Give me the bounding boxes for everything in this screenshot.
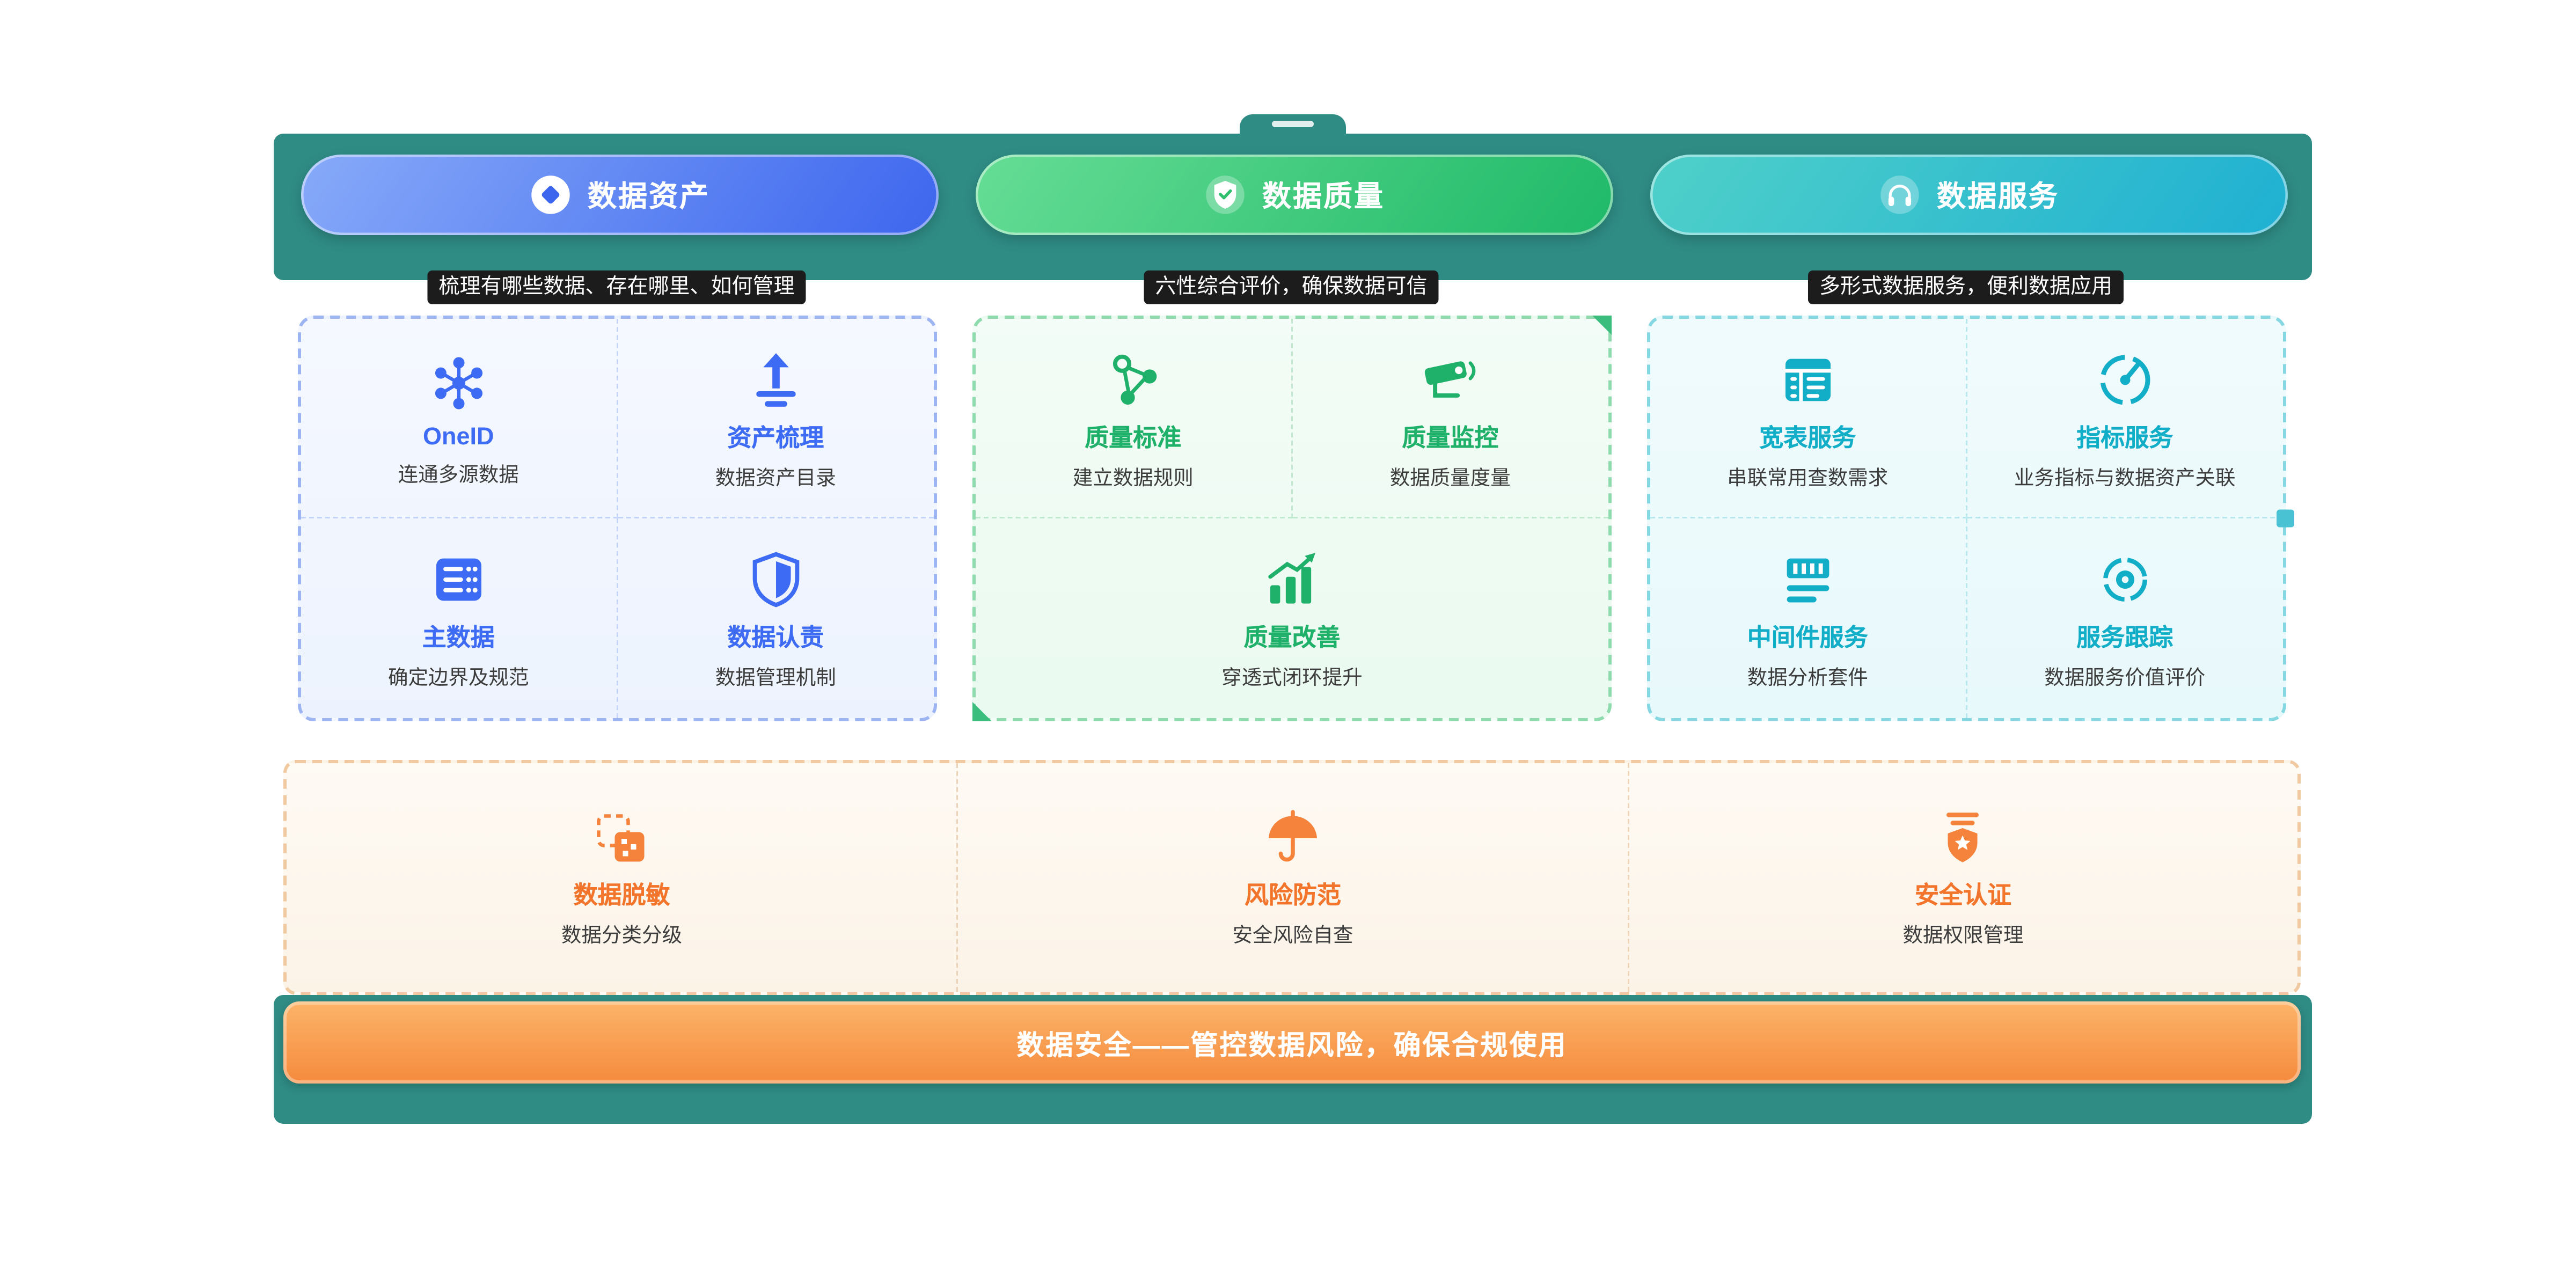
feature-desc: 串联常用查数需求 <box>1727 466 1889 489</box>
security-banner-label: 数据安全——管控数据风险，确保合规使用 <box>1016 1030 1568 1061</box>
feature-title: 资产梳理 <box>727 424 824 452</box>
feature-title: 指标服务 <box>2076 424 2174 452</box>
feature-data-masking: 数据脱敏 数据分类分级 <box>287 763 957 992</box>
feature-title: 服务跟踪 <box>2076 625 2174 652</box>
pillar-button-data-quality[interactable]: 数据质量 <box>976 155 1613 235</box>
feature-desc: 数据分析套件 <box>1747 667 1868 689</box>
feature-title: 安全认证 <box>1914 882 2011 910</box>
camera-icon <box>1416 346 1484 413</box>
corner-accent <box>972 702 992 721</box>
middleware-icon <box>1774 546 1841 613</box>
pillar-subtitle-assets: 梳理有哪些数据、存在哪里、如何管理 <box>427 270 806 304</box>
feature-asset-sorting: 资产梳理 数据资产目录 <box>617 319 934 518</box>
feature-service-tracking: 服务跟踪 数据服务价值评价 <box>1967 518 2284 718</box>
feature-title: 数据认责 <box>727 625 824 652</box>
feature-desc: 数据分类分级 <box>561 924 683 947</box>
pillar-button-data-services[interactable]: 数据服务 <box>1650 155 2288 235</box>
feature-quality-monitoring: 质量监控 数据质量度量 <box>1292 319 1608 518</box>
side-accent <box>2277 509 2294 528</box>
target-icon <box>2091 546 2158 613</box>
notch-dash <box>1272 121 1314 127</box>
diamond-icon <box>530 174 572 216</box>
pillar-button-data-assets[interactable]: 数据资产 <box>301 155 939 235</box>
card-data-services: 宽表服务 串联常用查数需求 指标服务 业务指标与数据资产关联 中间件服务 数据分… <box>1647 316 2294 721</box>
card-data-assets: OneID 连通多源数据 资产梳理 数据资产目录 主数据 确定边界及规范 <box>298 316 937 721</box>
nodes-icon <box>1099 346 1167 413</box>
feature-desc: 建立数据规则 <box>1072 466 1194 489</box>
feature-desc: 穿透式闭环提升 <box>1221 667 1363 689</box>
feature-desc: 业务指标与数据资产关联 <box>2014 466 2236 489</box>
feature-desc: 数据服务价值评价 <box>2044 667 2206 689</box>
card-data-quality: 质量标准 建立数据规则 质量监控 数据质量度量 质量改善 穿透式闭环提升 <box>972 316 1612 721</box>
headphones-icon <box>1879 174 1921 216</box>
feature-desc: 数据管理机制 <box>715 667 836 689</box>
feature-desc: 连通多源数据 <box>398 463 519 486</box>
feature-title: 质量标准 <box>1085 424 1182 452</box>
feature-data-accountability: 数据认责 数据管理机制 <box>618 518 934 718</box>
feature-title: 质量改善 <box>1243 625 1341 652</box>
feature-title: 风险防范 <box>1244 882 1341 910</box>
feature-risk-prevention: 风险防范 安全风险自查 <box>956 763 1627 992</box>
upload-icon <box>742 346 809 413</box>
chart-icon <box>1258 546 1326 613</box>
pillar-subtitle-services: 多形式数据服务，便利数据应用 <box>1807 270 2124 304</box>
feature-title: 质量监控 <box>1402 424 1499 452</box>
feature-desc: 数据权限管理 <box>1902 924 2024 947</box>
badge-icon <box>1931 807 1995 871</box>
mask-icon <box>589 807 654 871</box>
pillar-button-label: 数据资产 <box>588 180 710 213</box>
feature-title: 宽表服务 <box>1759 424 1856 452</box>
feature-title: 数据脱敏 <box>573 882 670 910</box>
feature-wide-table-service: 宽表服务 串联常用查数需求 <box>1650 319 1967 518</box>
feature-security-certification: 安全认证 数据权限管理 <box>1627 763 2297 992</box>
feature-quality-improvement: 质量改善 穿透式闭环提升 <box>976 518 1608 718</box>
feature-quality-standard: 质量标准 建立数据规则 <box>976 319 1292 518</box>
feature-desc: 数据资产目录 <box>715 466 836 489</box>
corner-accent <box>1592 316 1612 335</box>
database-icon <box>425 546 492 613</box>
shield-check-icon <box>1204 174 1246 216</box>
pillar-subtitle-quality: 六性综合评价，确保数据可信 <box>1144 270 1439 304</box>
pillar-button-label: 数据服务 <box>1937 180 2059 213</box>
security-banner: 数据安全——管控数据风险，确保合规使用 <box>283 1001 2301 1084</box>
umbrella-icon <box>1261 807 1325 871</box>
feature-metric-service: 指标服务 业务指标与数据资产关联 <box>1966 319 2283 518</box>
shield-icon <box>742 546 809 613</box>
feature-desc: 安全风险自查 <box>1232 924 1353 947</box>
feature-title: OneID <box>422 422 494 450</box>
feature-title: 中间件服务 <box>1747 625 1868 652</box>
gauge-icon <box>2091 346 2158 413</box>
feature-desc: 数据质量度量 <box>1389 466 1511 489</box>
security-panel: 数据脱敏 数据分类分级 风险防范 安全风险自查 安全认证 数据权限管理 <box>283 760 2301 995</box>
network-icon <box>425 349 492 416</box>
feature-middleware-service: 中间件服务 数据分析套件 <box>1650 518 1967 718</box>
feature-title: 主数据 <box>422 625 495 652</box>
feature-master-data: 主数据 确定边界及规范 <box>301 518 618 718</box>
pillar-button-label: 数据质量 <box>1262 180 1385 213</box>
table-icon <box>1774 346 1841 413</box>
feature-desc: 确定边界及规范 <box>387 667 529 689</box>
feature-oneid: OneID 连通多源数据 <box>301 319 618 518</box>
